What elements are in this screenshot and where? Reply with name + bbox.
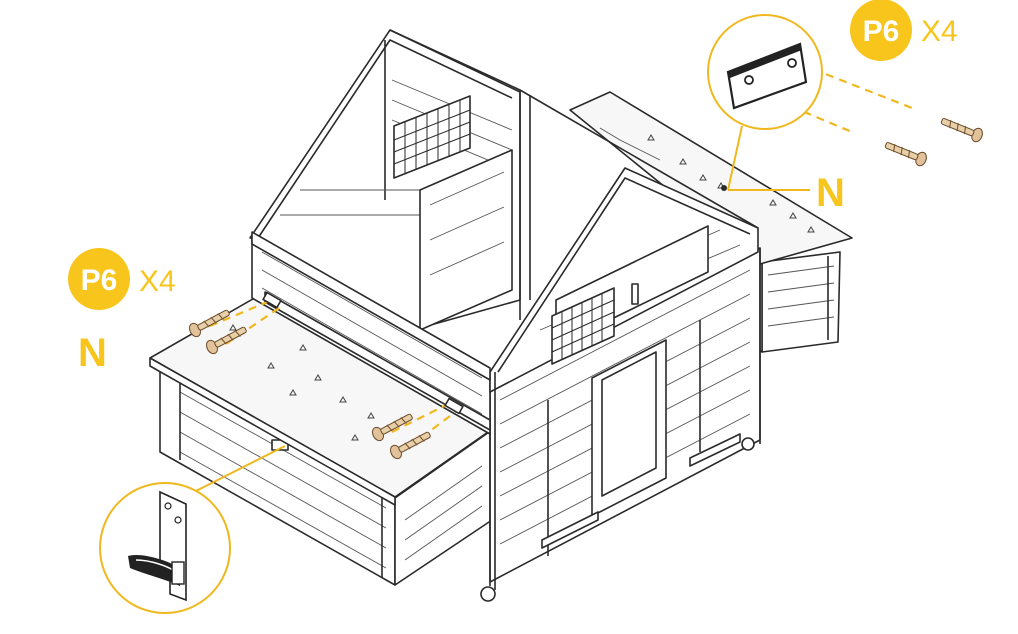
wood-screw-icon	[389, 431, 431, 460]
part-badge-top-right: P6	[850, 0, 912, 61]
wood-screw-icon	[205, 326, 247, 355]
hook-latch-icon	[128, 490, 187, 602]
part-letter-label: N	[78, 331, 107, 375]
back-gable	[249, 29, 521, 331]
wood-screw-icon	[188, 309, 230, 338]
quantity-label: X4	[921, 15, 958, 48]
part-code-label: P6	[863, 15, 900, 48]
wood-screw-icon	[884, 142, 927, 167]
quantity-label: X4	[139, 265, 176, 298]
latch-callout	[99, 445, 286, 614]
wheel	[741, 437, 755, 451]
back-window-mesh	[393, 95, 471, 179]
wood-screw-icon	[940, 118, 983, 143]
part-letter-label: N	[816, 171, 845, 215]
part-code-label: P6	[81, 264, 118, 297]
part-badge-left: P6	[68, 248, 130, 310]
metal-bracket-icon	[726, 42, 808, 110]
bracket-callout	[707, 14, 823, 191]
wood-screw-icon	[371, 413, 413, 442]
lid-bracket-slot	[262, 185, 727, 415]
chicken-coop-drawing	[149, 29, 853, 602]
front-window-mesh	[551, 287, 615, 365]
front-gable	[489, 167, 759, 590]
coop-front-wall	[480, 247, 761, 602]
wheel	[480, 586, 496, 602]
